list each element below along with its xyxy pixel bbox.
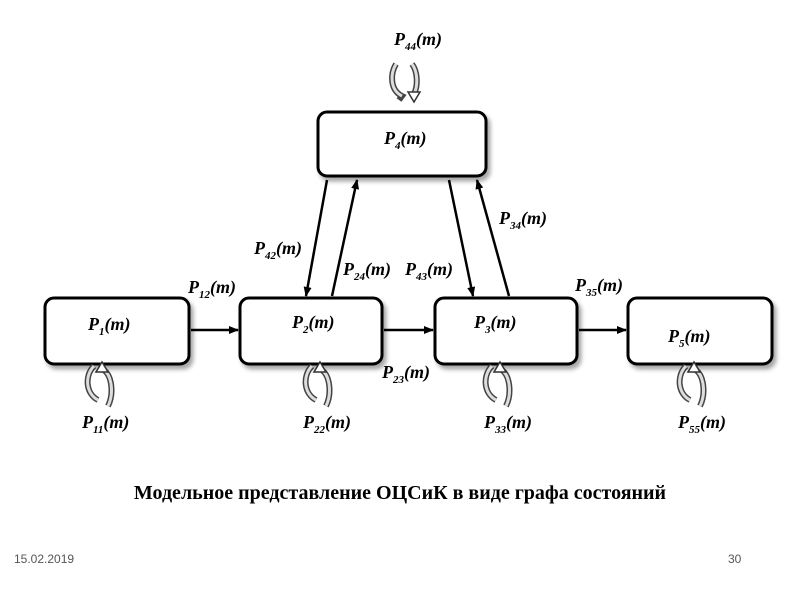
transition-label-p12: P12(m)	[187, 277, 236, 301]
slide-date: 15.02.2019	[14, 552, 75, 566]
diagram-caption: Модельное представление ОЦСиК в виде гра…	[133, 482, 667, 504]
transition-label-p11: P11(m)	[81, 412, 129, 436]
transition-label-p34: P34(m)	[498, 208, 547, 232]
state-label-p5: P5(m)	[667, 326, 711, 350]
state-box-p1	[43, 296, 191, 366]
self-loop-arrow-p1	[84, 360, 115, 408]
arrow-p4-to-p3	[447, 179, 476, 297]
arrow-p4-to-p2	[303, 179, 329, 297]
transition-label-p44: P44(m)	[393, 29, 442, 53]
state-box-p3	[433, 296, 579, 366]
transition-label-p42: P42(m)	[253, 238, 302, 262]
state-label-p2: P2(m)	[291, 312, 335, 336]
arrow-p3-to-p4	[475, 179, 511, 297]
transition-label-p22: P22(m)	[302, 412, 351, 436]
self-loop-arrow-p5	[676, 360, 707, 408]
transition-label-p23: P23(m)	[381, 362, 430, 386]
state-box-p4	[316, 110, 488, 178]
state-box-p2	[238, 296, 384, 366]
transition-label-p55: P55(m)	[677, 412, 726, 436]
state-label-p3: P3(m)	[473, 312, 517, 336]
transition-label-p35: P35(m)	[574, 275, 623, 299]
transition-label-p43: P43(m)	[404, 259, 453, 283]
self-loop-arrow-p2	[302, 360, 333, 408]
slide-page-number: 30	[728, 552, 742, 566]
state-box-p5	[626, 296, 774, 366]
arrow-p2-to-p4	[330, 179, 360, 297]
transition-label-p33: P33(m)	[483, 412, 532, 436]
self-loop-arrow-p3	[482, 360, 513, 408]
transition-label-p24: P24(m)	[342, 259, 391, 283]
state-label-p4: P4(m)	[383, 128, 427, 152]
self-loop-arrow-p4	[389, 62, 422, 104]
state-label-p1: P1(m)	[87, 314, 131, 338]
